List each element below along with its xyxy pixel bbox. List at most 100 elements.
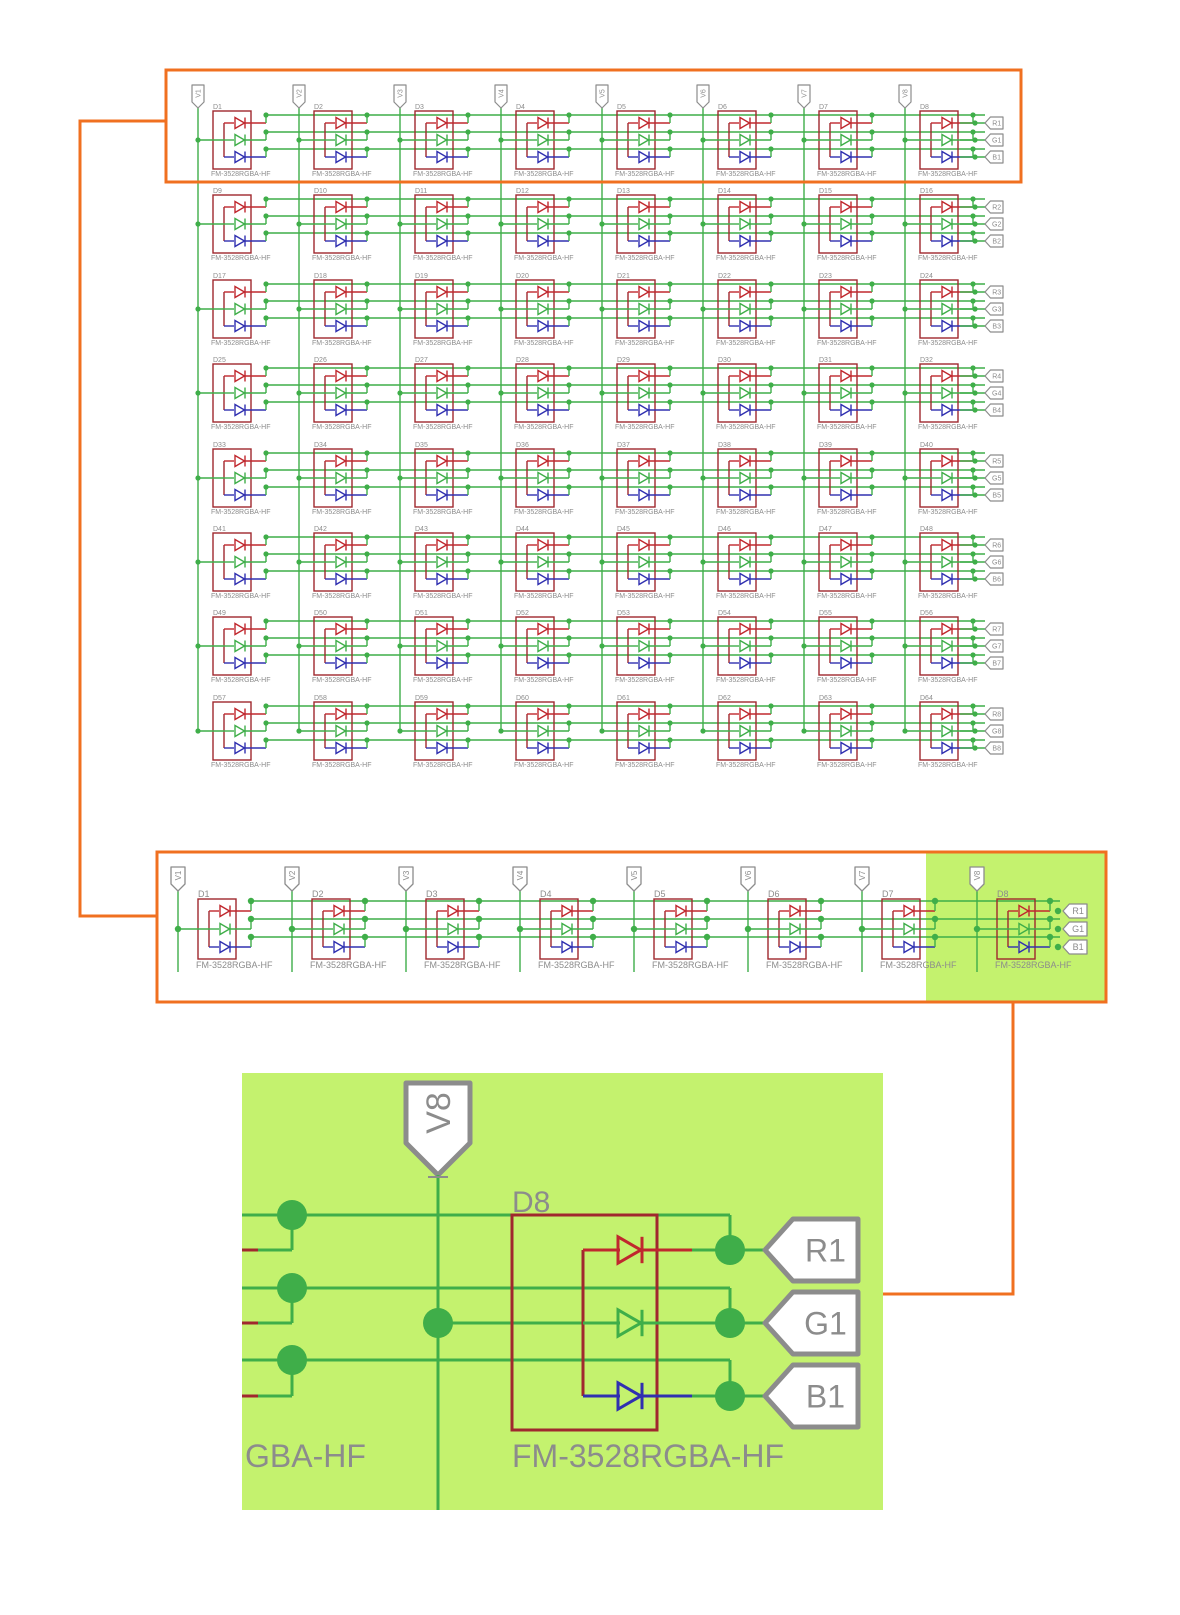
led-D8-blue-led [941, 150, 953, 164]
junction-dot [599, 475, 605, 481]
led-D22-red-led [739, 285, 751, 299]
led-D22-designator: D22 [718, 273, 731, 280]
junction-dot [972, 576, 978, 582]
led-D38-designator: D38 [718, 442, 731, 449]
led-D54-red-led [739, 622, 751, 636]
junction-dot [768, 382, 774, 388]
led-D37-value: FM-3528RGBA-HF [615, 509, 675, 516]
zoom-led-D3-red-led [447, 904, 459, 918]
junction-dot [970, 534, 976, 540]
led-D63-blue-led [840, 741, 852, 755]
junction-dot [566, 635, 572, 641]
junction-dot [869, 315, 875, 321]
junction-dot [465, 315, 471, 321]
junction-dot [768, 450, 774, 456]
led-D40-value: FM-3528RGBA-HF [918, 509, 978, 516]
port-G4-label: G4 [992, 391, 1001, 398]
junction-dot [902, 221, 908, 227]
led-D12-red-led [537, 200, 549, 214]
led-D48-blue-led [941, 572, 953, 586]
port-G4-shape [984, 386, 1004, 400]
junction-dot [364, 484, 370, 490]
led-D52-designator: D52 [516, 610, 529, 617]
junction-dot [263, 382, 269, 388]
led-D52-blue-led [537, 656, 549, 670]
led-D3-designator: D3 [415, 104, 424, 111]
led-D3-green-led [436, 133, 448, 147]
led-D8-green-led [941, 133, 953, 147]
junction-dot [361, 933, 369, 941]
port-B3: B3 [984, 319, 1004, 333]
led-D45-designator: D45 [617, 526, 630, 533]
junction-dot [296, 221, 302, 227]
junction-dot [397, 306, 403, 312]
led-D46-green-led [739, 555, 751, 569]
led-D21-value: FM-3528RGBA-HF [615, 340, 675, 347]
junction-dot [817, 897, 825, 905]
led-D60-red-led [537, 707, 549, 721]
led-D11-designator: D11 [415, 188, 427, 195]
junction-dot [296, 475, 302, 481]
junction-dot [667, 382, 673, 388]
junction-dot [869, 737, 875, 743]
led-D53-value: FM-3528RGBA-HF [615, 677, 675, 684]
port-V8: V8 [898, 84, 912, 109]
junction-dot [768, 196, 774, 202]
zoom-detail-background [242, 1073, 883, 1510]
led-D61-blue-led [638, 741, 650, 755]
led-D34-green-led [335, 471, 347, 485]
led-D40-green-led [941, 471, 953, 485]
port-B5-shape [984, 488, 1004, 502]
junction-dot [869, 365, 875, 371]
led-D26-value: FM-3528RGBA-HF [312, 424, 372, 431]
led-D39-designator: D39 [819, 442, 832, 449]
led-D26-red-led [335, 369, 347, 383]
led-D55-designator: D55 [819, 610, 832, 617]
junction-dot [475, 897, 483, 905]
junction-dot [263, 720, 269, 726]
zoom-led-D2-blue-led [333, 940, 345, 954]
port-G2: G2 [984, 217, 1004, 231]
zoom-port-R1: R1 [1062, 903, 1088, 919]
led-D38-red-led [739, 454, 751, 468]
zoom-port-V5-shape [626, 866, 642, 892]
port-B1: B1 [984, 150, 1004, 164]
led-D28-designator: D28 [516, 357, 529, 364]
junction-dot [667, 737, 673, 743]
junction-dot [817, 915, 825, 923]
junction-dot [970, 365, 976, 371]
junction-dot [768, 146, 774, 152]
led-D14-designator: D14 [718, 188, 731, 195]
led-D51-value: FM-3528RGBA-HF [413, 677, 473, 684]
junction-dot [667, 196, 673, 202]
junction-dot [970, 484, 976, 490]
port-R4-label: R4 [992, 374, 1001, 381]
led-D42-red-led [335, 538, 347, 552]
led-D60-blue-led [537, 741, 549, 755]
led-D13-green-led [638, 217, 650, 231]
led-D7-red-led [840, 116, 852, 130]
junction-dot [869, 230, 875, 236]
junction-dot [768, 703, 774, 709]
junction-dot [296, 306, 302, 312]
led-D57-red-led [234, 707, 246, 721]
port-G5-label: G5 [992, 476, 1001, 483]
junction-dot [589, 897, 597, 905]
junction-dot [902, 643, 908, 649]
led-D62-value: FM-3528RGBA-HF [716, 762, 776, 769]
junction-dot [768, 281, 774, 287]
led-D48-green-led [941, 555, 953, 569]
led-D20-green-led [537, 302, 549, 316]
led-D2-value: FM-3528RGBA-HF [312, 171, 372, 178]
led-D57-value: FM-3528RGBA-HF [211, 762, 271, 769]
port-R5-shape [984, 454, 1004, 468]
junction-dot [599, 221, 605, 227]
led-D59-blue-led [436, 741, 448, 755]
led-D28-green-led [537, 386, 549, 400]
led-D15-value: FM-3528RGBA-HF [817, 255, 877, 262]
junction-dot [667, 534, 673, 540]
